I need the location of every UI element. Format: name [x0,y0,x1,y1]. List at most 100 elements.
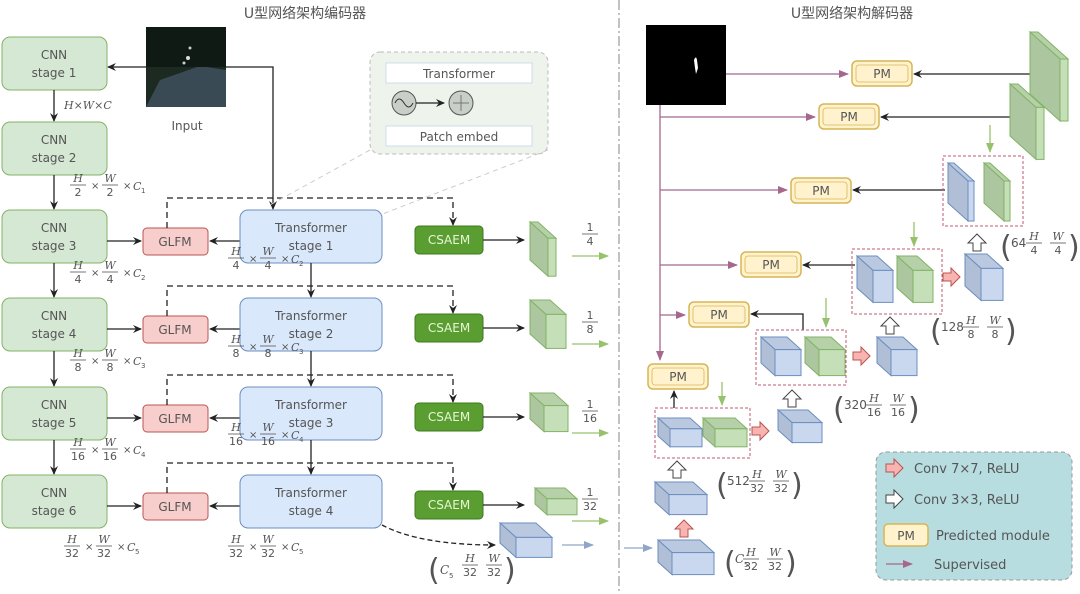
cnn-dim-4-h-den: 16 [71,450,85,463]
cnn-dim-3-w-den: 8 [107,361,114,374]
svg-text:×: × [123,268,131,279]
pink-arrow-icon [942,266,961,288]
svg-text:×: × [123,356,131,367]
tuple-w-den: 8 [992,328,999,341]
glfm-2: GLFM [142,315,209,344]
transformer-dim-3-w-num: W [262,421,275,434]
tuple-h-den: 32 [463,566,477,579]
scale-3-num: 1 [587,398,594,411]
decoder-feature-plate-2 [1008,82,1046,161]
transformer-dim-2-c: C [291,341,300,354]
svg-text:): ) [791,468,803,503]
tuple-c: 320 [844,398,867,412]
dec-cube-512 [653,480,709,516]
transformer-line1: Transformer [274,398,347,412]
svg-text:×: × [91,268,99,279]
svg-text:×: × [249,430,257,441]
svg-text:(: ( [428,553,440,588]
svg-text:): ) [1005,314,1017,349]
dec-blue-320 [759,335,803,377]
cnn-dim-1-c: C [133,180,142,193]
svg-text:): ) [1068,230,1080,265]
cnn-dim-2-h-num: H [72,259,83,272]
cnn-dim-4-h-num: H [72,436,83,449]
transformer-line1: Transformer [274,221,347,235]
cnn-dim-3-c: C [133,355,142,368]
transformer-line2: stage 4 [289,504,334,518]
cnn-dim-5-h-num: H [66,533,77,546]
pm-label: PM [762,258,780,272]
tuple-h-den: 4 [1031,244,1038,257]
svg-text:×: × [123,181,131,192]
tuple-w-num: W [1052,230,1065,243]
cnn-dim-3-w-num: W [104,347,117,360]
transformer-dim-1-h-num: H [230,245,241,258]
pink-arrow-icon [751,420,770,442]
csaem-label: CSAEM [428,233,470,247]
cnn-stage-line1: CNN [41,221,67,235]
white-arrow-icon [885,488,904,510]
tuple-h-den: 8 [968,328,975,341]
legend-label-0: Conv 7×7, ReLU [914,462,1019,477]
cnn-dim-5-h-den: 32 [65,547,79,560]
svg-text:): ) [908,392,920,427]
tuple-ci: 5 [449,572,453,580]
tuple-w-den: 32 [774,482,788,495]
cnn-dim-0: H×W×C [63,99,112,112]
transformer-line2: stage 2 [289,327,334,341]
transformer-dim-3-c: C [291,429,300,442]
tuple-h-num: H [1028,230,1039,243]
transformer-dim-1-w-den: 4 [265,259,272,272]
inset-patch-embed-label: Patch embed [420,130,498,144]
cnn-dim-1-h-den: 2 [75,186,82,199]
tuple-c: 128 [941,320,964,334]
svg-text:×: × [91,356,99,367]
csaem-label: CSAEM [428,321,470,335]
tuple-w-num: W [488,552,501,565]
dec-up-320 [776,408,824,444]
feature-cube-1-8 [528,298,568,350]
cnn-dim-2-w-den: 4 [107,273,114,286]
prediction-mask [646,25,726,105]
tuple-ci: 5 [744,561,748,569]
cnn-stage-line1: CNN [41,309,67,323]
pink-arrow-icon [852,345,871,367]
transformer-dim-2-h-den: 8 [233,347,240,360]
csaem-2: CSAEM [414,313,484,343]
cnn-dim-5-w-den: 32 [97,547,111,560]
svg-text:×: × [117,542,125,553]
legend-label-2: Predicted module [936,529,1050,544]
cnn-stage-line2: stage 5 [32,416,77,430]
svg-text:×: × [249,254,257,265]
svg-text:×: × [281,342,289,353]
transformer-dim-2-ci: 3 [299,348,303,356]
svg-text:(: ( [716,468,728,503]
bottleneck-cube [498,521,554,559]
dec-blue-64 [946,161,976,223]
pink-arrow-icon [673,519,695,538]
cnn-dim-3-h-den: 8 [75,361,82,374]
transformer-dim-3-ci: 4 [299,436,304,444]
tuple-h-num: H [751,468,762,481]
svg-text:×: × [91,445,99,456]
tuple-w-num: W [989,314,1002,327]
transformer-dim-1-c: C [291,253,300,266]
scale-2-den: 8 [587,323,594,336]
cnn-dim-1-w-den: 2 [107,186,114,199]
tuple-w-num: W [769,546,782,559]
glfm-label: GLFM [158,412,191,426]
pm-module-1: PM [851,60,913,87]
transformer-dim-4-h-den: 32 [229,547,243,560]
cnn-dim-5-ci: 5 [135,548,139,556]
white-arrow-icon [966,233,988,252]
transformer-dim-3-w-den: 16 [261,435,275,448]
csaem-1: CSAEM [414,225,484,255]
svg-text:×: × [281,542,289,553]
svg-text:×: × [123,445,131,456]
transformer-inset: Transformer Patch embed [369,51,549,155]
transformer-line1: Transformer [274,309,347,323]
cnn-stage-line1: CNN [41,486,67,500]
